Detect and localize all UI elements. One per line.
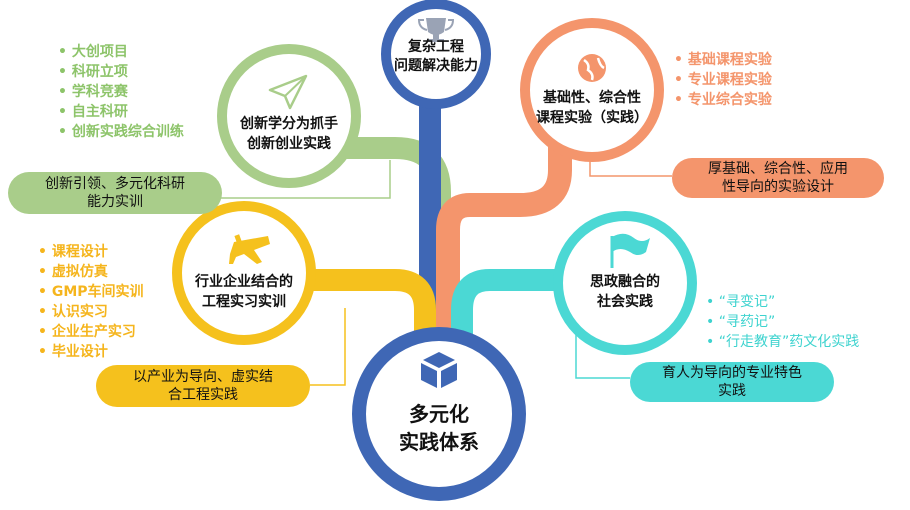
- industry-circle-label: 行业企业结合的 工程实习实训: [176, 272, 312, 312]
- list-item: “寻药记”: [706, 312, 859, 332]
- ideology-circle-label: 思政融合的 社会实践: [565, 272, 685, 312]
- basic-bullets: 基础课程实验 专业课程实验 专业综合实验: [674, 50, 772, 110]
- flag-icon: [610, 233, 650, 268]
- list-item: 基础课程实验: [674, 50, 772, 70]
- basic-pill: 厚基础、综合性、应用 性导向的实验设计: [672, 160, 884, 196]
- basic-circle: [520, 18, 664, 162]
- center-line2: 实践体系: [399, 430, 479, 454]
- basic-line1: 基础性、综合性: [543, 90, 641, 106]
- basic-circle-label: 基础性、综合性 课程实验（实践）: [523, 88, 661, 128]
- top-line1: 复杂工程: [408, 39, 464, 55]
- list-item: 虚拟仿真: [38, 262, 144, 282]
- list-item: 企业生产实习: [38, 322, 144, 342]
- industry-bullets: 课程设计 虚拟仿真 GMP车间实训 认识实习 企业生产实习 毕业设计: [38, 242, 144, 362]
- ideology-line1: 思政融合的: [590, 274, 660, 290]
- teal-branch: [451, 269, 590, 360]
- innovation-pill-bg: [8, 172, 222, 214]
- list-item: 创新实践综合训练: [58, 122, 184, 142]
- ideology-circle: [553, 211, 697, 355]
- basic-line2: 课程实验（实践）: [536, 110, 648, 126]
- industry-pill-line1: 以产业为导向、虚实结: [133, 369, 273, 385]
- green-connector: [220, 160, 391, 199]
- industry-circle: [172, 201, 316, 345]
- industry-pill-bg: [96, 365, 310, 407]
- innovation-pill-line1: 创新引领、多元化科研: [45, 176, 185, 192]
- list-item: 自主科研: [58, 102, 184, 122]
- paper-plane-icon: [268, 74, 308, 110]
- top-circle: [381, 0, 491, 109]
- ideology-pill-line1: 育人为导向的专业特色: [662, 365, 802, 381]
- orange-branch: [436, 120, 572, 360]
- ideology-pill-line2: 实践: [718, 383, 746, 399]
- list-item: 科研立项: [58, 62, 184, 82]
- globe-icon: [578, 54, 606, 82]
- basic-pill-bg: [672, 158, 884, 198]
- gold-branch: [310, 269, 436, 360]
- innovation-circle: [217, 44, 361, 188]
- airplane-icon: [229, 234, 270, 264]
- list-item: “寻变记”: [706, 292, 859, 312]
- industry-line1: 行业企业结合的: [195, 274, 293, 290]
- basic-pill-line2: 性导向的实验设计: [722, 179, 834, 195]
- center-circle: [352, 327, 526, 501]
- ideology-pill: 育人为导向的专业特色 实践: [630, 364, 834, 400]
- list-item: 学科竞赛: [58, 82, 184, 102]
- industry-pill: 以产业为导向、虚实结 合工程实践: [96, 368, 310, 404]
- list-item: “行走教育”药文化实践: [706, 332, 860, 352]
- trophy-icon: [417, 18, 455, 42]
- innovation-bullets: 大创项目 科研立项 学科竞赛 自主科研 创新实践综合训练: [58, 42, 184, 142]
- gold-connector: [310, 308, 346, 386]
- list-item: 课程设计: [38, 242, 144, 262]
- center-line1: 多元化: [409, 402, 469, 426]
- list-item: 毕业设计: [38, 342, 144, 362]
- innovation-pill-line2: 能力实训: [87, 194, 143, 210]
- list-item: 专业综合实验: [674, 90, 772, 110]
- top-circle-label: 复杂工程 问题解决能力: [386, 38, 486, 76]
- center-circle-label: 多元化 实践体系: [369, 400, 509, 456]
- ideology-pill-bg: [630, 362, 834, 402]
- industry-pill-line2: 合工程实践: [168, 387, 238, 403]
- industry-line2: 工程实习实训: [202, 294, 286, 310]
- cube-icon: [421, 352, 457, 388]
- top-line2: 问题解决能力: [394, 58, 478, 74]
- list-item: 大创项目: [58, 42, 184, 62]
- list-item: 专业课程实验: [674, 70, 772, 90]
- list-item: GMP车间实训: [38, 282, 144, 302]
- innovation-pill: 创新引领、多元化科研 能力实训: [8, 175, 222, 211]
- basic-pill-line1: 厚基础、综合性、应用: [708, 161, 848, 177]
- ideology-line2: 社会实践: [597, 294, 653, 310]
- innovation-line2: 创新创业实践: [247, 136, 331, 152]
- ideology-bullets: “寻变记” “寻药记” “行走教育”药文化实践: [706, 292, 860, 352]
- innovation-line1: 创新学分为抓手: [240, 116, 338, 132]
- innovation-circle-label: 创新学分为抓手 创新创业实践: [222, 114, 356, 154]
- list-item: 认识实习: [38, 302, 144, 322]
